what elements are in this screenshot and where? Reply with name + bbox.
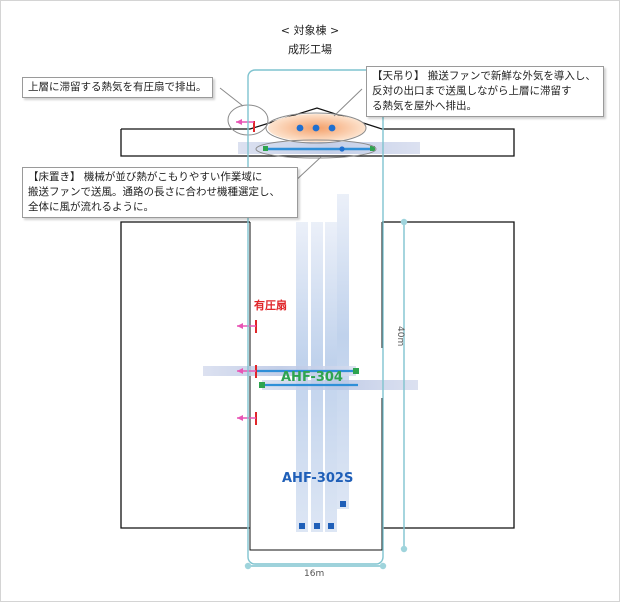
ahf302s-label: AHF-302S <box>282 471 354 486</box>
ceiling-fan-dot <box>296 124 304 132</box>
dimension-40m <box>400 218 408 553</box>
pressure-fan-icon <box>237 320 257 333</box>
dimension-length-label: 40m <box>395 326 405 347</box>
target-area-outline <box>247 69 384 565</box>
roof-exhaust-arrowhead-icon <box>236 119 242 125</box>
ahf302s-fan-marker <box>340 501 346 507</box>
pressure-fan-label: 有圧扇 <box>254 299 287 312</box>
ceiling-fan-marker <box>370 146 375 151</box>
ceiling-fan-dot <box>339 146 345 152</box>
dimension-16m <box>244 562 387 570</box>
heat-highlight-ellipse <box>265 112 367 144</box>
ahf302s-fan-marker <box>314 523 320 529</box>
corridor-end <box>249 528 383 551</box>
pressure-fan-icon <box>237 365 257 378</box>
building-elevation <box>120 104 515 159</box>
callout-roof-exhaust: 上層に滞留する熱気を有圧扇で排出。 <box>22 77 213 98</box>
ahf304-fan-marker <box>353 368 359 374</box>
leader-line-roof <box>219 87 244 107</box>
ceiling-fan-marker <box>263 146 268 151</box>
callout-floor-standing: 【床置き】 機械が並び熱がこもりやすい作業域に 搬送ファンで送風。通路の長さに合… <box>22 167 298 218</box>
ceiling-fan-dot <box>312 124 320 132</box>
leader-line-ceiling <box>333 88 363 117</box>
plan-right-wall <box>382 221 515 529</box>
building-plan <box>120 194 515 551</box>
ahf302s-fan-marker <box>328 523 334 529</box>
pressure-fan-icon <box>237 412 257 425</box>
ceiling-fan-dot <box>328 124 336 132</box>
ahf304-fan-marker <box>259 382 265 388</box>
ceiling-highlight-ellipse <box>255 139 377 159</box>
callout-ceiling-hung: 【天吊り】 搬送ファンで新鮮な外気を導入し、 反対の出口まで送風しながら上層に滞… <box>366 66 604 117</box>
building-name: 成形工場 <box>288 43 332 56</box>
dimension-width-label: 16m <box>304 569 325 579</box>
ahf302s-fan-marker <box>299 523 305 529</box>
target-building-heading: < 対象棟 > <box>280 24 340 37</box>
ahf304-label: AHF-304 <box>281 370 343 385</box>
plan-left-wall <box>120 221 250 529</box>
